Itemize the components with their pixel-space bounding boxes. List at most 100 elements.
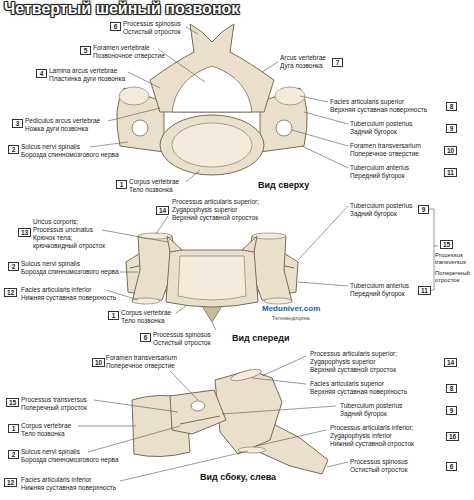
part-label: Zygapophysis superior: [172, 206, 237, 214]
callout-number: 15: [6, 398, 19, 407]
part-label: Поперечный отросток: [21, 404, 87, 412]
part-label: Тело позвонка: [121, 317, 165, 325]
part-label: Processus spinosus: [123, 20, 181, 28]
part-label: Пластинка дуги позвонка: [49, 75, 125, 83]
part-label: Processus spinosus: [350, 458, 408, 466]
part-label: Крючок тела;: [33, 234, 72, 242]
watermark: Телемедицина: [272, 315, 310, 322]
part-label: Верхняя суставная поверхность: [310, 388, 407, 396]
part-label: Facies articularis superior: [310, 380, 384, 388]
part-label: Facies articularis inferior: [21, 286, 91, 294]
callout-number: 11: [444, 168, 457, 177]
callout-number: 9: [446, 406, 457, 415]
part-label: Foramen transversarium: [350, 142, 421, 150]
part-label: Foramen vertebrale: [93, 44, 150, 52]
view-caption: Вид сверху: [258, 180, 309, 191]
part-label: Борозда спинномозгового нерва: [21, 151, 119, 159]
part-label: Верхний суставной отросток: [310, 366, 396, 374]
callout-number: 6: [140, 333, 151, 342]
part-label: Tuberculum posterius: [350, 202, 412, 210]
part-label: Передний бугорок: [350, 290, 405, 298]
part-label: Передний бугорок: [350, 172, 405, 180]
part-label: Processus transversus: [435, 252, 471, 266]
part-label: Борозда спинномозгового нерва: [21, 456, 119, 464]
callout-number: 1: [108, 311, 119, 320]
callout-number: 1: [116, 180, 127, 189]
callout-number: 8: [446, 102, 457, 111]
callout-number: 14: [444, 358, 457, 367]
part-label: Поперечный отросток: [435, 270, 471, 284]
callout-number: 13: [18, 228, 31, 237]
callout-number: 15: [440, 240, 453, 249]
view-caption: Вид спереди: [232, 333, 289, 344]
callout-number: 2: [8, 262, 19, 271]
part-label: Corpus vertebrae: [121, 309, 171, 317]
callout-number: 3: [12, 119, 23, 128]
part-label: Остистый отросток: [153, 339, 211, 347]
part-label: Остистый отросток: [350, 466, 408, 474]
part-label: крючковидный отросток: [33, 242, 105, 250]
callout-number: 10: [92, 358, 105, 367]
callout-number: 2: [8, 145, 19, 154]
callout-number: 6: [446, 462, 457, 471]
callout-number: 11: [418, 286, 431, 295]
part-label: Верхний суставной отросток: [172, 214, 258, 222]
part-label: Tuberculum posterius: [350, 120, 412, 128]
callout-number: 8: [446, 384, 457, 393]
part-label: Поперечное отверстие: [350, 150, 419, 158]
part-label: Tuberculum anterius: [350, 282, 409, 290]
callout-number: 9: [418, 205, 429, 214]
part-label: Задний бугорок: [340, 410, 387, 418]
part-label: Pediculus arcus vertebrae: [25, 117, 100, 125]
part-label: Задний бугорок: [350, 210, 397, 218]
part-label: Facies articularis superior: [330, 98, 404, 106]
part-label: Дуга позвонка: [280, 62, 323, 70]
part-label: Zygapophysis superior: [310, 358, 375, 366]
part-label: Processus spinosus: [153, 331, 211, 339]
part-label: Нижняя суставная поверхность: [21, 484, 116, 492]
part-label: Processus articularis superior;: [310, 350, 397, 358]
part-label: Задний бугорок: [350, 128, 397, 136]
part-label: Нижняя суставная поверхность: [21, 294, 116, 302]
callout-number: 16: [446, 432, 459, 441]
part-label: Tuberculum anterius: [350, 164, 409, 172]
part-label: Остистый отросток: [123, 28, 181, 36]
part-label: Sulcus nervi spinalis: [21, 260, 80, 268]
part-label: Corpus vertebrae: [21, 422, 71, 430]
callout-number: 12: [4, 478, 17, 487]
watermark: Meduniver.com: [262, 304, 320, 314]
part-label: Ножка дуги позвонка: [25, 125, 88, 133]
part-label: Foramen transversarium: [106, 354, 177, 362]
callout-number: 2: [8, 450, 19, 459]
side-view: [132, 367, 328, 474]
part-label: Tuberculum posterius: [340, 402, 402, 410]
callout-number: 7: [332, 58, 343, 67]
part-label: Arcus vertebrae: [280, 54, 326, 62]
title: Четвертый шейный позвонок: [4, 0, 239, 19]
callout-number: 14: [156, 206, 169, 215]
part-label: Facies articularis inferior: [21, 476, 91, 484]
callout-number: 1: [8, 424, 19, 433]
part-label: Борозда спинномозгового нерва: [21, 268, 119, 276]
part-label: Верхняя суставная поверхность: [330, 106, 427, 114]
part-label: Нижний суставной отросток: [330, 440, 414, 448]
part-label: Позвоночное отверстие: [93, 52, 165, 60]
part-label: Processus transversus: [21, 396, 87, 404]
part-label: Lamina arcus vertebrae: [49, 67, 117, 75]
callout-number: 5: [80, 46, 91, 55]
callout-number: 10: [444, 146, 457, 155]
part-label: Sulcus nervi spinalis: [21, 448, 80, 456]
part-label: Поперечное отверстие: [106, 362, 175, 370]
part-label: Uncus corporis;: [33, 218, 78, 226]
part-label: Processus uncinatus: [33, 226, 93, 234]
leader-lines: [78, 27, 438, 481]
view-caption: Вид сбоку, слева: [200, 472, 276, 483]
callout-number: 6: [110, 22, 121, 31]
callout-number: 9: [446, 124, 457, 133]
callout-number: 4: [36, 69, 47, 78]
part-label: Processus articularis inferior;: [330, 424, 413, 432]
part-label: Sulcus nervi spinalis: [21, 143, 80, 151]
part-label: Corpus vertebrae: [129, 178, 179, 186]
part-label: Тело позвонка: [21, 430, 65, 438]
part-label: Processus articularis superior;: [172, 198, 259, 206]
